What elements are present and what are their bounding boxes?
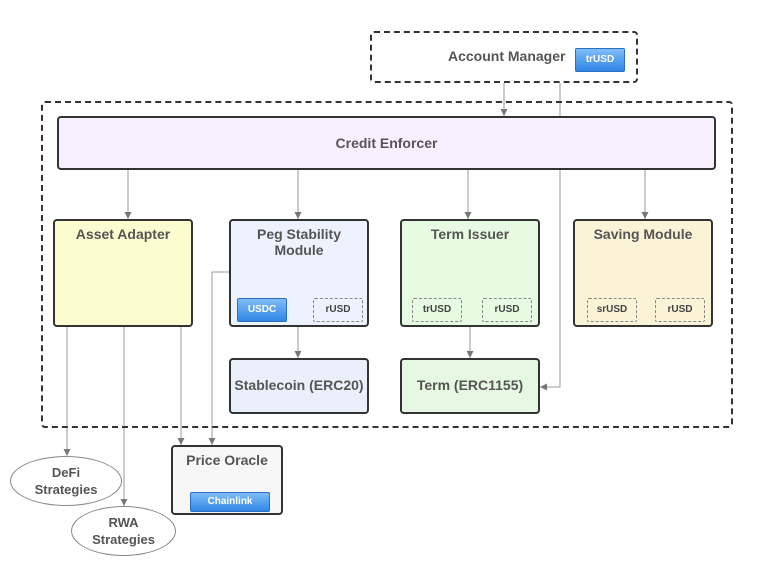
- peg-stability-module-box: Peg Stability Module USDC rUSD: [229, 219, 369, 327]
- saving-module-rusd-token: rUSD: [655, 298, 705, 322]
- psm-usdc-token: USDC: [237, 298, 287, 322]
- saving-module-box: Saving Module srUSD rUSD: [573, 219, 713, 327]
- term-issuer-trusd-token: trUSD: [412, 298, 462, 322]
- rwa-strategies-line1: RWA: [108, 515, 139, 530]
- credit-enforcer-title: Credit Enforcer: [335, 135, 438, 151]
- term-box: Term (ERC1155): [400, 358, 540, 414]
- psm-rusd-token: rUSD: [313, 298, 363, 322]
- account-manager-frame: Account Manager trUSD: [370, 31, 638, 83]
- credit-enforcer-box: Credit Enforcer: [57, 116, 716, 170]
- defi-strategies-line2: Strategies: [34, 482, 98, 497]
- stablecoin-box: Stablecoin (ERC20): [229, 358, 369, 414]
- psm-title-line1: Peg Stability: [256, 226, 342, 242]
- price-oracle-title: Price Oracle: [186, 452, 268, 468]
- arrow-trusd-to-term: [540, 83, 561, 391]
- saving-module-title: Saving Module: [593, 226, 693, 242]
- term-issuer-title: Term Issuer: [430, 226, 510, 242]
- rwa-strategies-node: RWA Strategies: [71, 506, 176, 556]
- asset-adapter-box: Asset Adapter: [53, 219, 193, 327]
- psm-title-line2: Module: [274, 242, 324, 258]
- term-title: Term (ERC1155): [416, 377, 524, 393]
- account-manager-title: Account Manager: [448, 48, 566, 64]
- defi-strategies-line1: DeFi: [51, 465, 81, 480]
- saving-module-srusd-token: srUSD: [587, 298, 637, 322]
- price-oracle-chainlink-token: Chainlink: [190, 492, 270, 512]
- rwa-strategies-line2: Strategies: [92, 532, 155, 547]
- price-oracle-box: Price Oracle Chainlink: [171, 445, 283, 515]
- defi-strategies-node: DeFi Strategies: [10, 456, 122, 506]
- system-boundary: [41, 101, 733, 428]
- term-issuer-box: Term Issuer trUSD rUSD: [400, 219, 540, 327]
- asset-adapter-title: Asset Adapter: [75, 226, 171, 242]
- arrow-psm-to-oracle: [208, 271, 229, 445]
- term-issuer-rusd-token: rUSD: [482, 298, 532, 322]
- account-manager-trusd-token: trUSD: [575, 48, 625, 72]
- stablecoin-title: Stablecoin (ERC20): [234, 377, 364, 393]
